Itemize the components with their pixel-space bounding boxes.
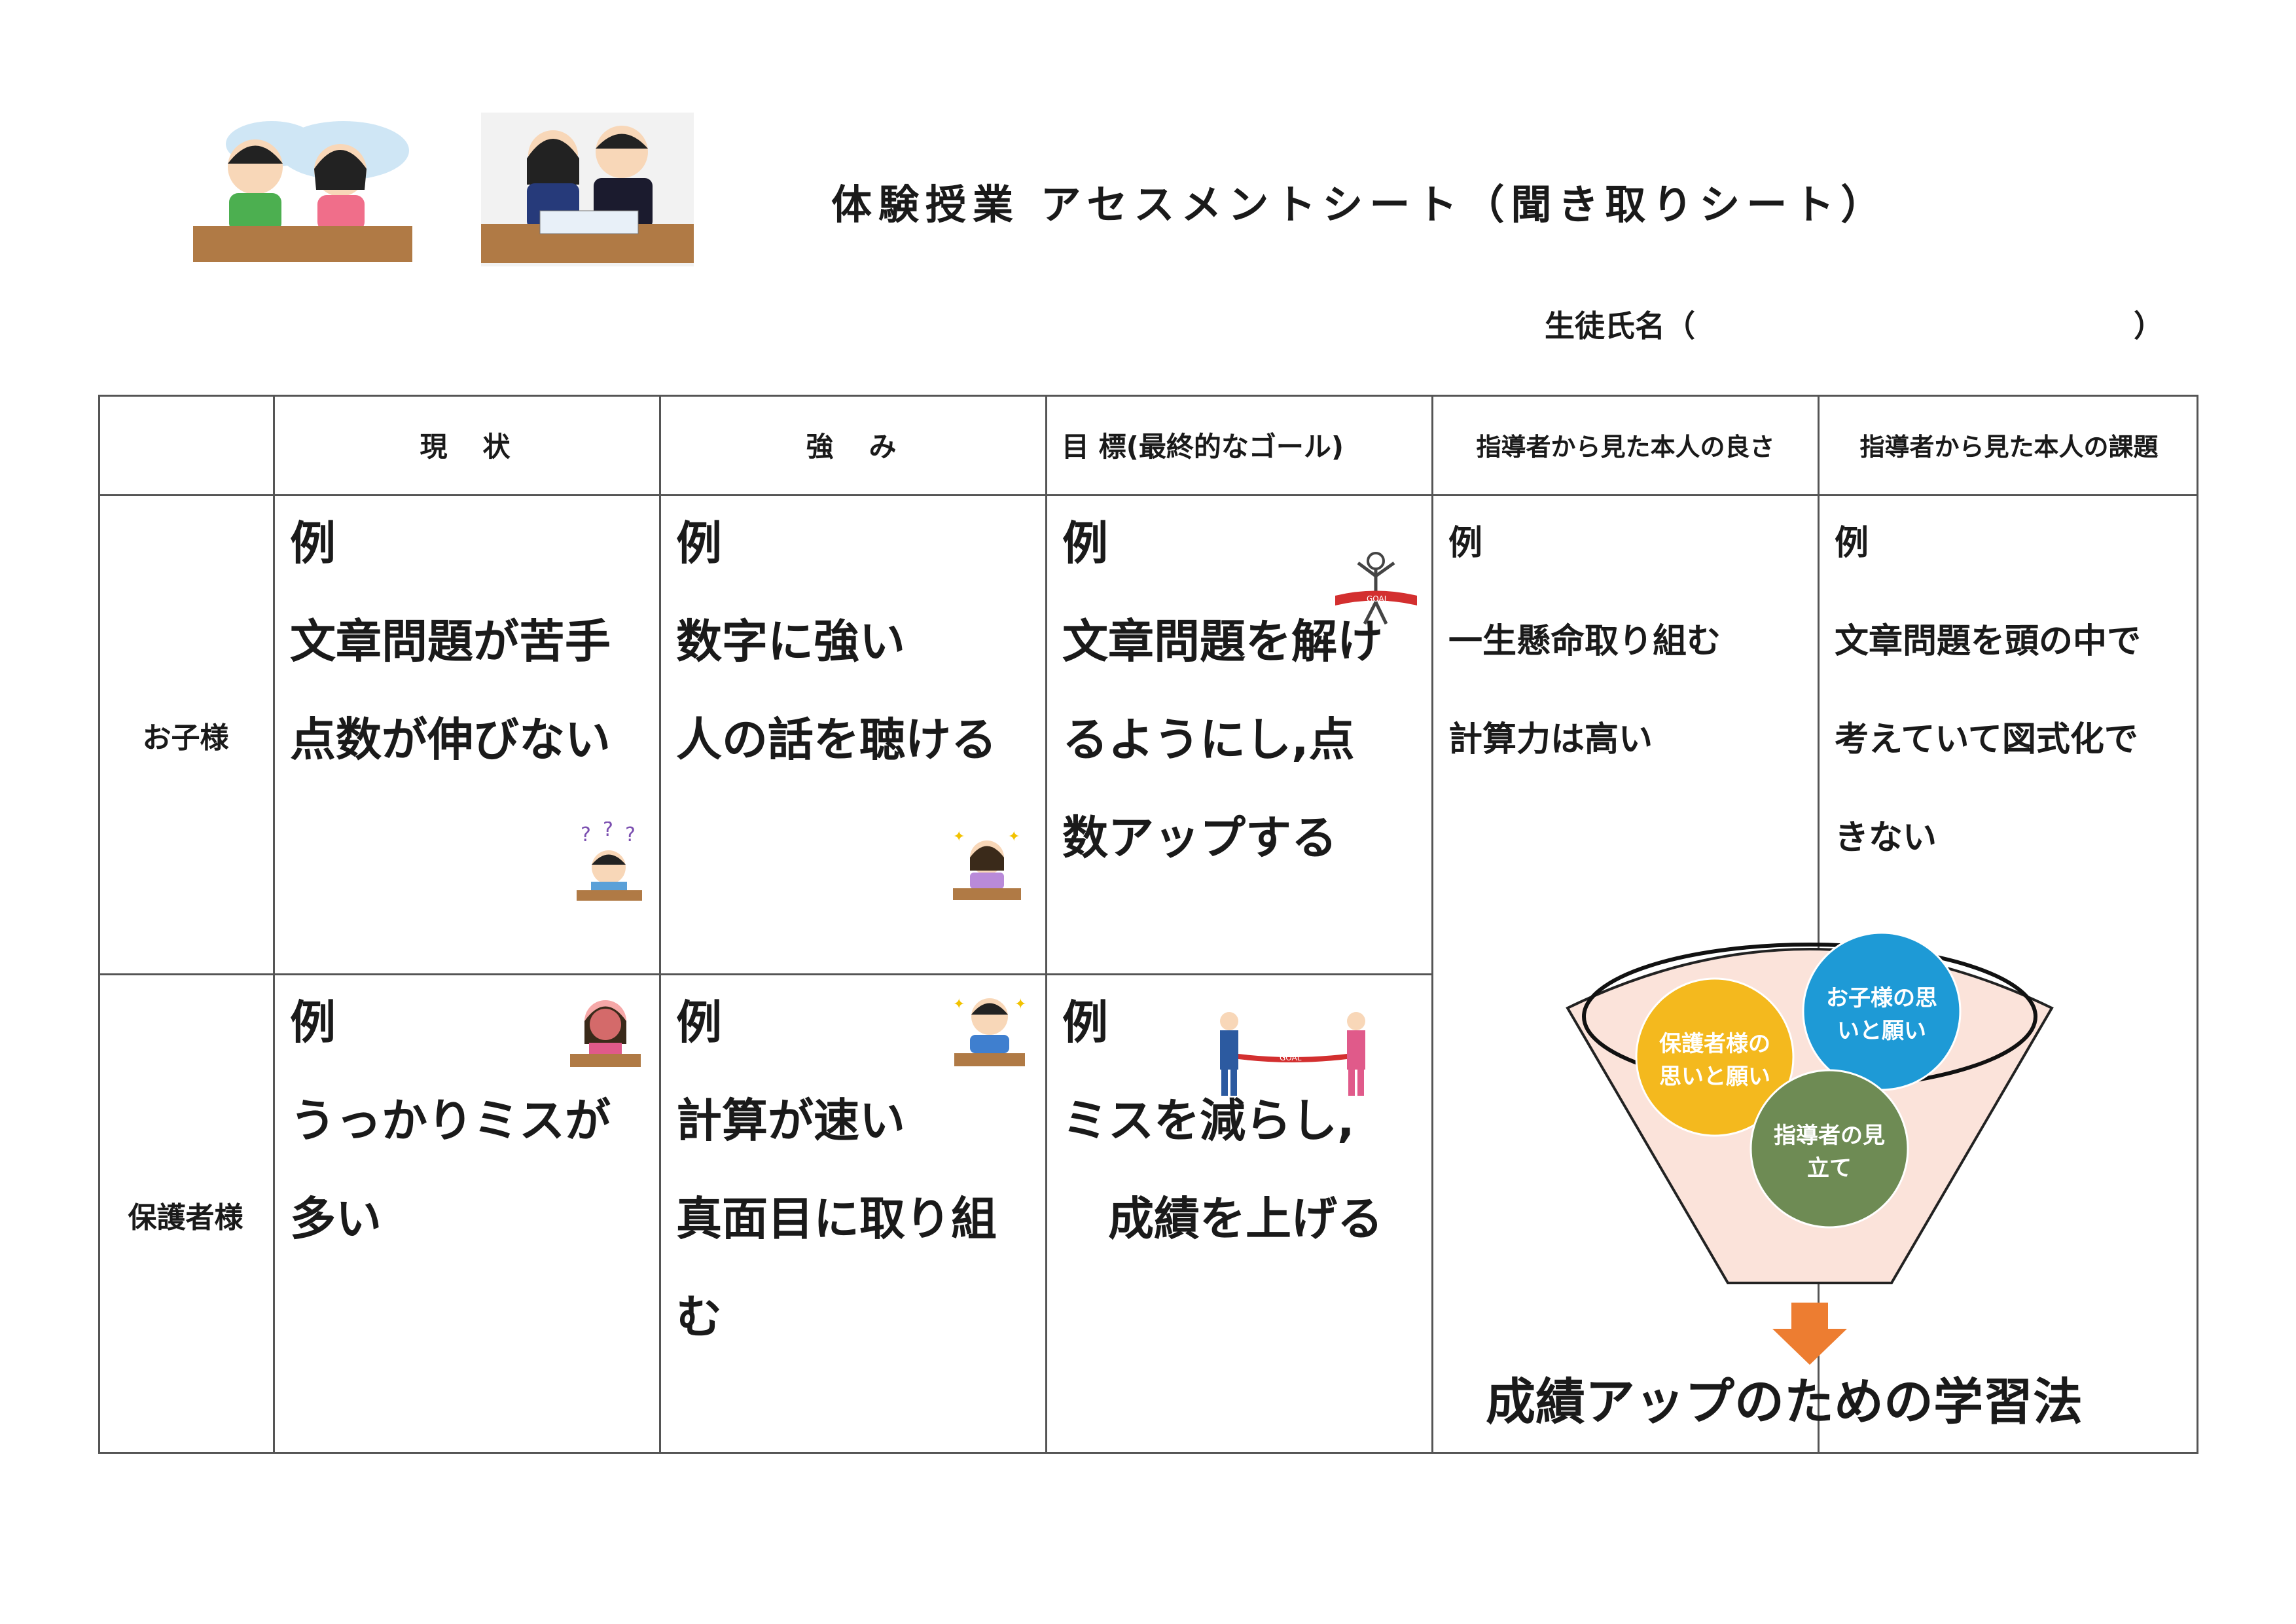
- svg-text:?: ?: [625, 823, 636, 846]
- column-header-strengths: 強 み: [806, 430, 901, 463]
- student-name-label: 生徒氏名（: [1545, 308, 1695, 344]
- cell-child-strengths[interactable]: 例 数字に強い 人の話を聴ける: [676, 516, 997, 767]
- children-studying-illustration: [193, 111, 412, 268]
- tutor-and-student-illustration: [481, 113, 694, 266]
- result-text: 成績アップのための学習法: [1486, 1373, 2083, 1431]
- cell-child-teacher-strengths[interactable]: 例 一生懸命取り組む 計算力は高い: [1448, 524, 1721, 759]
- funnel-diagram: [1566, 931, 2054, 1365]
- down-arrow-icon: [1772, 1303, 1847, 1365]
- bubble-child-label: お子様の思いと願い: [1826, 985, 1937, 1044]
- svg-text:✦: ✦: [953, 996, 965, 1013]
- goal-tape-icon: GOAL: [1211, 1008, 1374, 1100]
- cell-child-teacher-issues[interactable]: 例 文章問題を頭の中で 考えていて図式化で きない: [1835, 524, 2142, 857]
- student-name-close: ）: [2134, 308, 2164, 344]
- svg-text:GOAL: GOAL: [1367, 594, 1389, 604]
- cell-child-goal[interactable]: 例 文章問題を解け るようにし,点 数アップする: [1062, 516, 1383, 865]
- table-divider: [98, 973, 1433, 975]
- column-header-current-state: 現 状: [420, 430, 514, 463]
- table-divider: [273, 395, 275, 1454]
- table-divider: [1045, 395, 1047, 1454]
- happy-child-icon: ✦ ✦: [948, 821, 1026, 903]
- column-header-teacher-strengths: 指導者から見た本人の良さ: [1476, 432, 1775, 461]
- svg-text:?: ?: [603, 821, 613, 841]
- cell-parent-goal[interactable]: 例 ミスを減らし, 成績を上げる: [1062, 996, 1383, 1246]
- column-header-goal: 目 標(最終的なゴール): [1062, 430, 1344, 463]
- svg-text:✦: ✦: [1014, 996, 1026, 1013]
- table-divider: [1818, 395, 1820, 1454]
- svg-text:GOAL: GOAL: [1280, 1053, 1302, 1062]
- cell-parent-current-state[interactable]: 例 うっかりミスが 多い: [290, 996, 611, 1246]
- student-name-field[interactable]: 生徒氏名（ ）: [1545, 302, 2164, 346]
- svg-text:?: ?: [581, 823, 591, 846]
- cell-child-current-state[interactable]: 例 文章問題が苦手 点数が伸びない: [290, 516, 611, 767]
- row-label-child: お子様: [142, 721, 229, 755]
- assessment-table: [98, 395, 2198, 1454]
- bubble-parent-label: 保護者様の思いと願い: [1659, 1031, 1770, 1090]
- table-divider: [659, 395, 661, 1454]
- svg-text:✦: ✦: [953, 829, 965, 845]
- bubble-teacher: [1749, 1069, 1909, 1229]
- bubble-teacher-label: 指導者の見立て: [1774, 1123, 1885, 1182]
- goal-runner-icon: GOAL: [1335, 547, 1417, 628]
- row-label-parent: 保護者様: [128, 1200, 243, 1235]
- svg-text:✦: ✦: [1008, 829, 1020, 845]
- worried-child-icon: [566, 985, 645, 1070]
- column-header-teacher-issues: 指導者から見た本人の課題: [1859, 432, 2159, 461]
- table-divider: [1431, 395, 1433, 1454]
- confused-child-icon: ? ? ?: [571, 818, 647, 903]
- page-title: 体験授業 アセスメントシート（聞き取りシート）: [831, 181, 1888, 228]
- studying-child-icon: ✦ ✦: [949, 985, 1031, 1070]
- table-divider: [98, 494, 2198, 496]
- cell-parent-strengths[interactable]: 例 計算が速い 真面目に取り組 む: [676, 996, 997, 1344]
- bubble-parent: [1635, 977, 1795, 1137]
